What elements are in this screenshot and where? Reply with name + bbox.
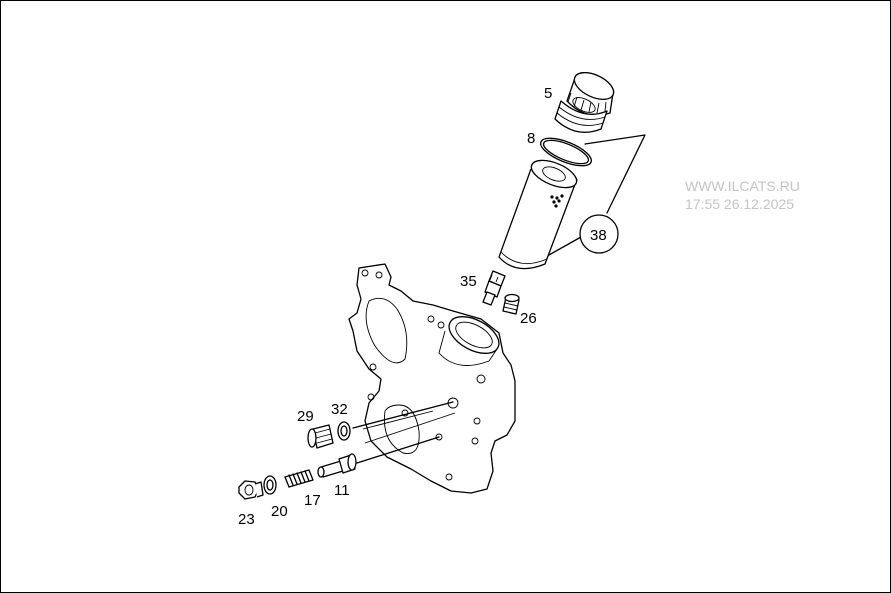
part-26-plug[interactable] — [502, 293, 520, 315]
guide-line-upper — [352, 401, 454, 429]
callout-17: 17 — [304, 492, 321, 509]
callout-8: 8 — [527, 130, 535, 147]
part-35-sensor[interactable] — [482, 270, 506, 306]
callout-29: 29 — [297, 408, 314, 425]
callout-32: 32 — [331, 401, 348, 418]
callout-11: 11 — [334, 482, 350, 499]
part-8-o-ring[interactable] — [537, 133, 595, 172]
part-5-filter-cap[interactable] — [554, 67, 618, 133]
part-11-valve-piston[interactable] — [317, 453, 357, 478]
leader-38-upper — [584, 134, 646, 214]
guide-line-lower — [356, 436, 440, 464]
watermark-timestamp: 17:55 26.12.2025 — [685, 196, 794, 212]
guide-line-bore — [362, 410, 456, 444]
housing-bolt-holes — [361, 269, 486, 481]
callout-38: 38 — [590, 227, 607, 244]
filter-element[interactable] — [498, 155, 580, 270]
part-29-plug[interactable] — [307, 424, 334, 449]
callout-23: 23 — [238, 511, 255, 528]
part-20-seal-ring[interactable] — [263, 475, 277, 495]
watermark-site: WWW.ILCATS.RU — [685, 178, 800, 194]
housing-cover[interactable] — [348, 263, 516, 494]
callout-20: 20 — [271, 503, 288, 520]
callout-38-circle — [579, 214, 619, 254]
filter-dots — [550, 194, 564, 208]
callout-5: 5 — [544, 85, 552, 102]
callout-35: 35 — [460, 273, 477, 290]
part-23-screw-plug[interactable] — [238, 480, 264, 500]
callout-26: 26 — [520, 310, 537, 327]
part-32-washer[interactable] — [337, 421, 351, 441]
leader-38-lower — [548, 236, 582, 256]
part-17-spring[interactable] — [284, 469, 314, 488]
